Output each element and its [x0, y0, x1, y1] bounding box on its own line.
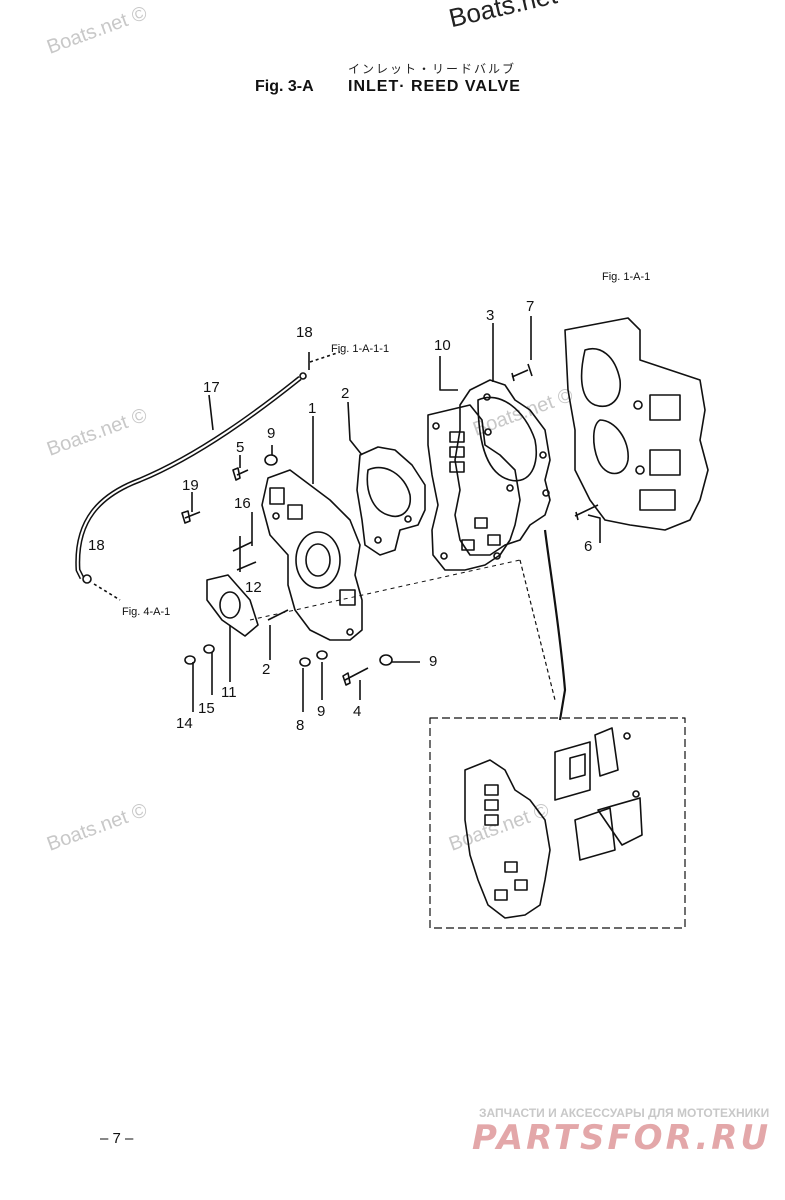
part-label-18: 18	[296, 324, 313, 341]
ref-fig-1-a-1-1: Fig. 1-A-1-1	[331, 343, 389, 355]
part-label-10: 10	[434, 337, 451, 354]
part-label-11: 11	[221, 684, 237, 701]
gasket-2	[356, 446, 426, 556]
part-label-2: 2	[262, 661, 270, 678]
part-label-3: 3	[486, 307, 494, 324]
japanese-title: インレット・リードバルブ	[348, 62, 517, 76]
part-label-9: 9	[317, 703, 325, 720]
brand-subtitle: ЗАПЧАСТИ И АКСЕССУАРЫ ДЛЯ МОТОТЕХНИКИ	[479, 1106, 770, 1120]
part-label-9: 9	[429, 653, 437, 670]
spacer-gasket	[206, 574, 259, 637]
detail-inset-box	[429, 717, 686, 929]
page-number: – 7 –	[100, 1130, 134, 1147]
part-label-16: 16	[234, 495, 251, 512]
part-label-14: 14	[176, 715, 193, 732]
gasket-3	[454, 379, 551, 556]
part-label-1: 1	[308, 400, 316, 417]
crankcase	[564, 317, 709, 531]
part-label-6: 6	[584, 538, 592, 555]
page-title: INLET· REED VALVE	[348, 78, 521, 95]
ref-fig-1-a-1: Fig. 1-A-1	[602, 271, 650, 283]
part-label-17: 17	[203, 379, 220, 396]
part-label-4: 4	[353, 703, 361, 720]
part-label-5: 5	[236, 439, 244, 456]
brand-logo: PARTSFOR.RU	[472, 1118, 772, 1158]
part-label-15: 15	[198, 700, 215, 717]
part-label-9: 9	[267, 425, 275, 442]
part-label-2: 2	[341, 385, 349, 402]
figure-number: Fig. 3-A	[255, 78, 314, 95]
inlet-manifold	[261, 469, 363, 641]
part-label-18: 18	[88, 537, 105, 554]
part-label-12: 12	[245, 579, 262, 596]
ref-fig-4-a-1: Fig. 4-A-1	[122, 606, 170, 618]
part-label-8: 8	[296, 717, 304, 734]
part-label-7: 7	[526, 298, 534, 315]
part-label-19: 19	[182, 477, 199, 494]
